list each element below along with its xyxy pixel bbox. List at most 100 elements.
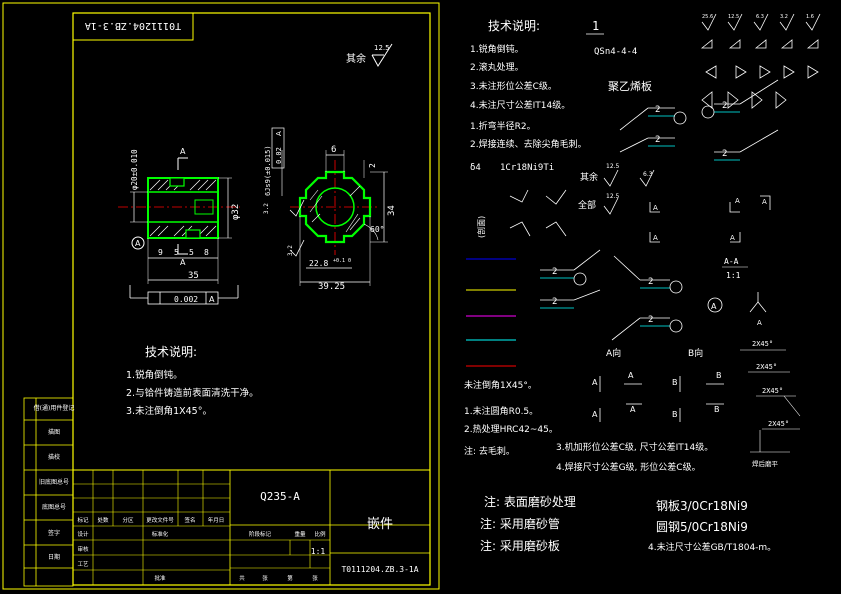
tol-value-2: 0.02 bbox=[275, 147, 283, 164]
dim-d20: φ20±0.010 bbox=[130, 149, 139, 190]
rp-a-8: A bbox=[592, 410, 598, 419]
rp-note-6: 2.焊接连续、去除尖角毛刺。 bbox=[470, 138, 587, 150]
drawing-note-3: 3.未注倒角1X45°。 bbox=[126, 405, 212, 417]
rp-rough-a: 12.5 bbox=[606, 163, 620, 170]
dim-6-top: 6 bbox=[331, 145, 336, 155]
rough-top-0: 25.6 bbox=[702, 14, 713, 20]
rp-b-2: B bbox=[716, 371, 722, 380]
side-stamp-column: 借(通)用件登记 描图 描校 旧底图总号 底图总号 签字 日期 bbox=[23, 397, 75, 587]
tb-zone: 分区 bbox=[122, 516, 134, 524]
rp-weld-flat: 焊后磨平 bbox=[752, 459, 779, 468]
rough-top-3: 3.2 bbox=[780, 14, 788, 20]
sheet-border bbox=[2, 2, 440, 590]
tb-scale-label: 比例 bbox=[314, 530, 326, 538]
title-block: 标记 处数 分区 更改文件号 签名 年月日 设计 标准化 审核 工艺 批准 阶段… bbox=[72, 469, 431, 586]
part-name: 嵌件 bbox=[367, 517, 393, 532]
rough-top-2: 6.3 bbox=[756, 14, 764, 20]
rp-view-a: A向 bbox=[606, 347, 621, 359]
drawing-frame bbox=[72, 12, 431, 586]
tb-mark: 标记 bbox=[77, 516, 89, 524]
rp-rough-c: 12.5 bbox=[606, 193, 620, 200]
surface-prefix: 其余 bbox=[346, 52, 366, 65]
tb-standard: 标准化 bbox=[152, 530, 169, 538]
weld-2-e: 2 bbox=[552, 267, 557, 277]
rp-foot-3: 注: 采用磨砂板 bbox=[480, 538, 560, 553]
dim-6js9: 6Js9(±0.015) bbox=[264, 145, 272, 196]
tb-weight: 重量 bbox=[294, 530, 306, 538]
rp-section-scale: 1:1 bbox=[726, 271, 741, 280]
rp-a-1: A bbox=[653, 204, 658, 212]
rp-view-b: B向 bbox=[688, 347, 703, 359]
side-label-5: 签字 bbox=[48, 529, 60, 537]
rp-note-weld: 4.焊接尺寸公差G级, 形位公差C级。 bbox=[556, 461, 701, 473]
rp-quanbu: 全部 bbox=[578, 199, 596, 211]
weld-2-g: 2 bbox=[648, 277, 653, 287]
tb-total: 共 bbox=[239, 574, 245, 582]
dim-5a: 5 bbox=[174, 248, 179, 257]
side-label-6: 日期 bbox=[48, 553, 60, 561]
datum-a-circle: A bbox=[135, 239, 141, 248]
weld-2-b: 2 bbox=[655, 135, 660, 145]
rp-a-9: A bbox=[630, 405, 636, 414]
material: Q235-A bbox=[260, 490, 300, 503]
rp-foot-2: 注: 采用磨砂管 bbox=[480, 516, 560, 531]
rp-b-4: B bbox=[714, 405, 720, 414]
rp-note-r05: 1.未注圆角R0.5。 bbox=[464, 405, 538, 417]
rp-note-chamfer: 未注倒角1X45°。 bbox=[464, 379, 537, 391]
dim-60deg: 60° bbox=[370, 225, 384, 234]
rp-section-label: A-A bbox=[724, 257, 739, 266]
rp-note-tol-c: 3.机加形位公差C级, 尺寸公差IT14级。 bbox=[556, 441, 713, 453]
code-top: T0111204.ZB.3-1A bbox=[85, 20, 181, 31]
dim-9: 9 bbox=[158, 248, 163, 257]
rp-rough-b: 6.3 bbox=[643, 171, 653, 178]
tol-datum-1: A bbox=[209, 295, 215, 304]
rp-material-1: QSn4-4-4 bbox=[594, 47, 637, 57]
rp-foot-1: 注: 表面磨砂处理 bbox=[484, 494, 576, 509]
drawing-note-2: 2.与铪件铸造前表面清洗干净。 bbox=[126, 387, 259, 399]
rp-note-4: 4.未注尺寸公差IT14级。 bbox=[470, 99, 570, 111]
side-label-0: 借(通)用件登记 bbox=[34, 404, 75, 412]
weld-2-h: 2 bbox=[648, 315, 653, 325]
tb-process: 工艺 bbox=[77, 561, 89, 568]
rp-thickness: δ4 bbox=[470, 163, 481, 173]
weld-2-c: 2 bbox=[722, 101, 727, 111]
code-box bbox=[72, 12, 194, 41]
weld-2-d: 2 bbox=[722, 149, 727, 159]
dim-d32: φ32 bbox=[231, 204, 241, 220]
section-a-top: A bbox=[180, 147, 186, 156]
rp-a-5: A bbox=[762, 198, 767, 206]
tb-sheet1: 张 bbox=[262, 574, 268, 582]
rp-a-7: A bbox=[628, 371, 634, 380]
tb-no: 第 bbox=[287, 574, 293, 582]
section-a-bottom: A bbox=[180, 258, 186, 267]
rp-note-5: 1.折弯半径R2。 bbox=[470, 120, 536, 132]
tb-approve: 批准 bbox=[154, 574, 166, 582]
side-label-3: 旧底图总号 bbox=[39, 478, 69, 486]
rp-qita: 其余 bbox=[580, 171, 598, 183]
rp-chamfer-4: 2X45° bbox=[768, 420, 789, 428]
tb-change: 更改文件号 bbox=[146, 516, 174, 524]
rough-32-b: 3.2 bbox=[287, 245, 294, 256]
dim-34: 34 bbox=[387, 205, 397, 216]
rp-note-3: 3.未注形位公差C级。 bbox=[470, 80, 557, 92]
weld-2-f: 2 bbox=[552, 297, 557, 307]
rp-note-burr: 注: 去毛刺。 bbox=[464, 445, 515, 457]
tol-value-1: 0.002 bbox=[174, 295, 198, 304]
rp-chamfer-3: 2X45° bbox=[762, 387, 783, 395]
rp-a-6: A bbox=[592, 378, 598, 387]
rp-note-gb: 4.未注尺寸公差GB/T1804-m。 bbox=[648, 541, 776, 553]
rp-chamfer-2: 2X45° bbox=[756, 363, 777, 371]
tol-datum-2: A bbox=[275, 131, 283, 136]
dim-22-8-tol: +0.1 0 bbox=[333, 258, 351, 264]
tb-date: 年月日 bbox=[208, 516, 225, 524]
code-bottom: T0111204.ZB.3-1A bbox=[341, 565, 418, 574]
weld-symbols bbox=[540, 79, 779, 341]
tb-count: 处数 bbox=[97, 516, 109, 524]
rp-a-4: A bbox=[730, 234, 735, 242]
side-label-2: 描校 bbox=[48, 453, 60, 461]
roughness-row: 25.6 12.5 6.3 3.2 1.6 bbox=[700, 13, 821, 109]
rp-a-3: A bbox=[735, 197, 740, 205]
drawing-note-1: 1.锐角倒钝。 bbox=[126, 369, 183, 381]
tb-design: 设计 bbox=[77, 530, 89, 538]
tb-stage: 阶段标记 bbox=[249, 530, 272, 538]
